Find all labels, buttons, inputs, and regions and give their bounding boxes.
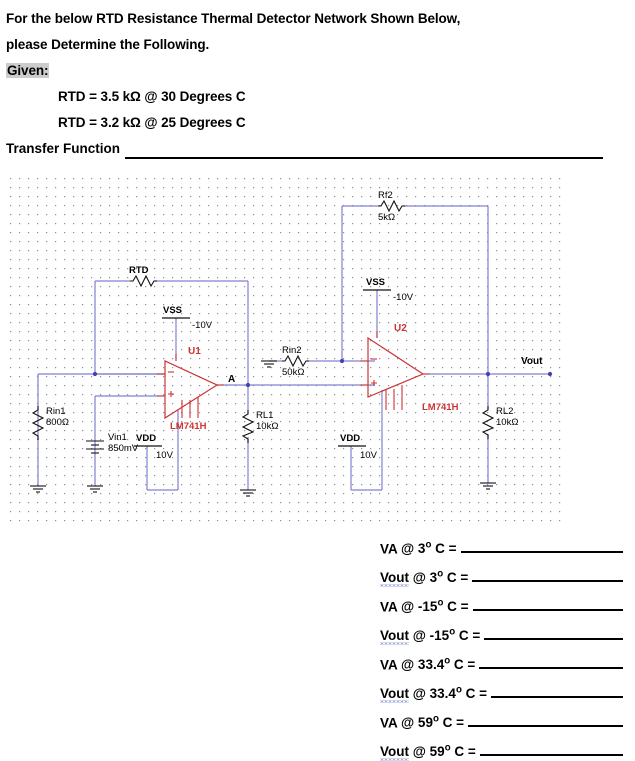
label-rl1-value: 10kΩ [256,421,278,432]
label-u1-part: LM741H [170,421,207,432]
answer-row: Vout @ -15o C = [380,614,635,645]
answer-condition: @ 59o C = [409,742,476,760]
label-rin1-value: 800Ω [46,417,69,428]
transfer-function-label: Transfer Function [6,141,121,156]
label-u2-part: LM741H [422,402,459,413]
schematic-grid [10,178,567,523]
transfer-function-row: Transfer Function [6,136,627,162]
ground-rin2 [261,360,277,368]
label-vss1: VSS [163,305,182,316]
answer-row: VA @ 59o C = [380,701,635,730]
answer-condition: @ 59o C = [397,713,465,731]
opamp-u2 [360,331,430,410]
answer-quantity: VA [380,657,398,672]
component-rl2 [481,406,495,439]
label-vin1: Vin1 [108,432,127,443]
answer-row: Vout @ 33.4o C = [380,672,635,703]
opamp-u1 [157,354,224,420]
label-rtd: RTD [129,265,149,276]
answer-row: VA @ 3o C = [380,527,635,556]
answer-condition: @ 33.4o C = [409,684,488,702]
answer-label: Vout @ 3o C = [380,568,469,587]
answer-input-blank[interactable] [479,667,623,669]
answer-row: Vout @ 3o C = [380,556,635,587]
answer-blank-list: VA @ 3o C =Vout @ 3o C =VA @ -15o C =Vou… [380,527,635,761]
label-vss2: VSS [366,277,385,288]
answer-condition: @ 33.4o C = [397,655,476,673]
answer-condition: @ -15o C = [397,597,469,615]
answer-row: VA @ 33.4o C = [380,643,635,672]
given-heading: Given: [6,58,627,84]
answer-label: VA @ 33.4o C = [380,656,475,673]
ground-vin1 [87,485,103,493]
answer-label: Vout @ 59o C = [380,742,476,761]
label-rl2-value: 10kΩ [496,417,518,428]
component-rf2 [378,199,405,213]
answer-label: VA @ -15o C = [380,598,469,615]
label-vdd1: VDD [136,433,156,444]
answer-input-blank[interactable] [460,551,623,553]
problem-statement: For the below RTD Resistance Thermal Det… [0,0,635,162]
answer-quantity: VA [380,715,398,730]
answer-quantity: Vout [380,686,409,703]
answer-input-blank[interactable] [468,725,623,727]
answer-label: VA @ 3o C = [380,540,457,557]
ground-rl2 [480,482,496,490]
node-label-a: A [228,374,235,385]
answer-quantity: VA [380,599,398,614]
label-vin1-value: 850mV [108,443,139,454]
label-vdd2-value: 10V [360,450,378,461]
label-vdd1-value: 10V [156,450,174,461]
wire-junctions [92,358,553,388]
answer-input-blank[interactable] [491,696,623,698]
transfer-function-answer-blank[interactable] [125,157,604,159]
label-vss2-value: -10V [393,292,414,303]
ground-rl1 [240,489,256,497]
answer-condition: @ 3o C = [397,539,457,557]
label-vdd2: VDD [340,433,360,444]
answer-quantity: VA [380,541,398,556]
answer-condition: @ -15o C = [409,626,481,644]
label-rin2: Rin2 [282,345,302,356]
answer-row: Vout @ 59o C = [380,730,635,761]
circuit-schematic: Rin1 800Ω Vin1 850mV RTD VSS -10V VDD 10… [10,178,567,523]
label-rin1: Rin1 [46,406,66,417]
answer-label: Vout @ 33.4o C = [380,684,488,703]
answer-label: Vout @ -15o C = [380,626,481,645]
component-rin1 [31,406,45,440]
answer-quantity: Vout [380,628,409,645]
answer-label: VA @ 59o C = [380,714,464,731]
component-vin1 [86,440,104,454]
label-rf2: Rf2 [378,190,393,201]
given-item-0: RTD = 3.5 kΩ @ 30 Degrees C [58,89,246,104]
label-u1: U1 [188,346,201,357]
answer-quantity: Vout [380,744,409,761]
component-rtd [130,274,157,288]
node-label-vout: Vout [521,356,543,367]
ground-rin1 [30,485,46,493]
given-item-1: RTD = 3.2 kΩ @ 25 Degrees C [58,115,246,130]
answer-input-blank[interactable] [479,754,623,756]
component-rin2 [282,354,309,368]
label-rl2: RL2 [496,406,513,417]
answer-condition: @ 3o C = [409,568,469,586]
wire-network [37,205,550,491]
label-vss1-value: -10V [192,320,213,331]
answer-input-blank[interactable] [484,638,623,640]
prompt-line-1: For the below RTD Resistance Thermal Det… [6,11,461,26]
prompt-line-2: please Determine the Following. [6,37,210,52]
label-u2: U2 [394,323,407,334]
label-rl1: RL1 [256,410,273,421]
label-rin2-value: 50kΩ [282,367,304,378]
answer-input-blank[interactable] [472,580,623,582]
label-rf2-value: 5kΩ [378,212,395,223]
answer-row: VA @ -15o C = [380,585,635,614]
answer-input-blank[interactable] [472,609,623,611]
component-rl1 [241,410,255,443]
given-label: Given: [6,63,50,78]
answer-quantity: Vout [380,570,409,587]
